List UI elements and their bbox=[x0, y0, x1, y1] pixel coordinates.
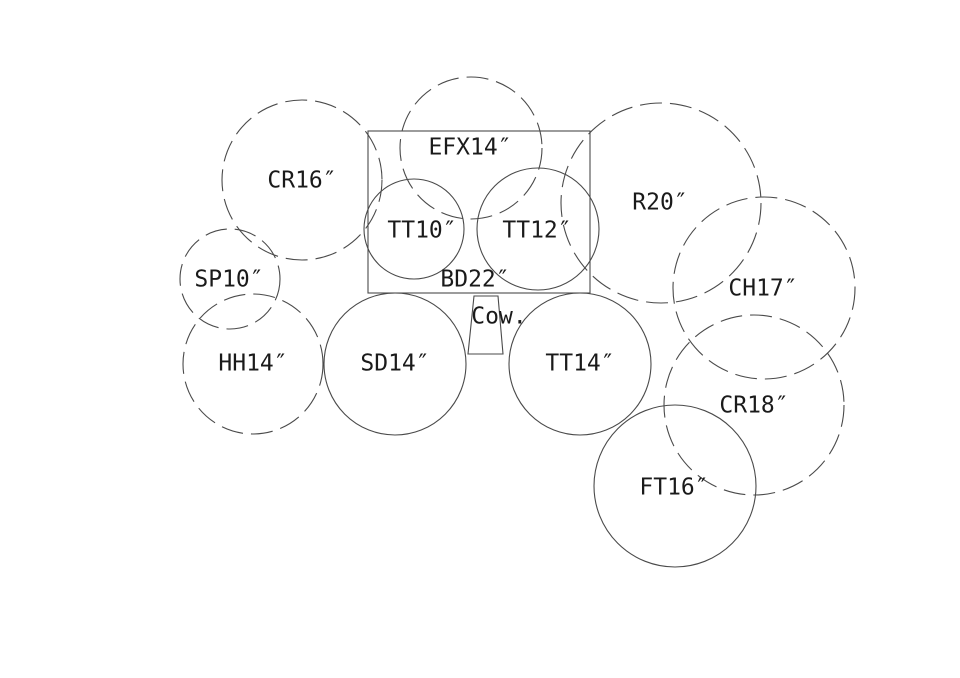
bass-drum bbox=[367, 130, 591, 294]
label-splash-10: SP10″ bbox=[194, 267, 263, 293]
label-snare: SD14″ bbox=[360, 351, 429, 377]
label-tom-10: TT10″ bbox=[387, 218, 456, 244]
label-crash-18: CR18″ bbox=[719, 393, 788, 419]
label-effects-14: EFX14″ bbox=[428, 135, 511, 161]
label-ride-20: R20″ bbox=[632, 190, 687, 216]
cymbal-crash-16 bbox=[221, 99, 383, 261]
label-china-17: CH17″ bbox=[728, 276, 797, 302]
cymbal-ride-20 bbox=[560, 102, 762, 304]
cowbell bbox=[467, 295, 504, 355]
floor-tom-16 bbox=[593, 404, 757, 568]
tom-14 bbox=[508, 292, 652, 436]
label-bass-drum: BD22″ bbox=[440, 267, 509, 293]
label-tom-14: TT14″ bbox=[545, 351, 614, 377]
cymbal-crash-18 bbox=[663, 314, 845, 496]
tom-12 bbox=[476, 167, 600, 291]
labels: CR16″ EFX14″ TT10″ TT12″ R20″ BD22″ SP10… bbox=[194, 135, 797, 501]
cymbal-hihat-14 bbox=[182, 293, 324, 435]
cymbal-effects-14 bbox=[399, 76, 543, 220]
cymbal-splash-10 bbox=[179, 228, 281, 330]
cymbal-china-17 bbox=[672, 196, 856, 380]
label-crash-16: CR16″ bbox=[267, 168, 336, 194]
snare-drum bbox=[323, 292, 467, 436]
label-floor-tom-16: FT16″ bbox=[639, 475, 708, 501]
label-cowbell: Cow. bbox=[471, 304, 526, 330]
drums bbox=[323, 130, 757, 568]
cymbals bbox=[179, 76, 856, 496]
tom-10 bbox=[363, 178, 465, 280]
label-tom-12: TT12″ bbox=[502, 218, 571, 244]
label-hihat-14: HH14″ bbox=[218, 351, 287, 377]
